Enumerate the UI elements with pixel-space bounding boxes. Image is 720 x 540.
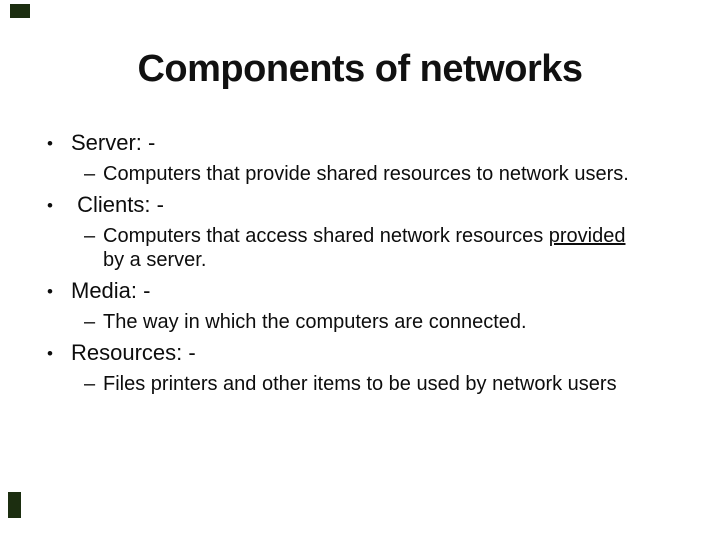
dash-marker: – — [84, 163, 96, 185]
sub-bullet-text: Files printers and other items to be use… — [103, 372, 617, 396]
bullet-item: • Media: - — [0, 278, 720, 305]
sub-bullet-item: –Computers that provide shared resources… — [0, 162, 720, 186]
bottom-left-decoration — [8, 492, 21, 518]
bullet-marker: • — [47, 196, 53, 215]
dash-marker: – — [84, 311, 96, 333]
bullet-marker: • — [47, 282, 53, 301]
bullet-item: • Server: - — [0, 130, 720, 157]
bullet-list: •Server: -–Computers that provide shared… — [0, 130, 720, 396]
bullet-marker: • — [47, 134, 53, 153]
text-segment: Computers that provide shared resources … — [103, 163, 629, 185]
sub-bullet-text: Computers that provide shared resources … — [103, 162, 629, 186]
text-segment: Files printers and other items to be use… — [103, 373, 617, 395]
bullet-marker: • — [47, 344, 53, 363]
dash-marker: – — [84, 225, 96, 247]
sub-bullet-text: Computers that access shared network res… — [103, 224, 625, 272]
bullet-label: Media: - — [71, 278, 151, 303]
text-segment: by a server. — [103, 249, 207, 271]
underlined-text: provided — [548, 225, 626, 247]
bullet-label: Clients: - — [71, 192, 164, 217]
text-segment: The way in which the computers are conne… — [103, 311, 527, 333]
bullet-label: Server: - — [71, 130, 156, 155]
slide-title: Components of networks — [137, 48, 583, 90]
sub-bullet-text: The way in which the computers are conne… — [103, 310, 527, 334]
bullet-item: • Clients: - — [0, 192, 720, 219]
text-segment: Computers that access shared network res… — [103, 225, 549, 247]
sub-bullet-item: –The way in which the computers are conn… — [0, 310, 720, 334]
sub-bullet-item: –Files printers and other items to be us… — [0, 372, 720, 396]
bullet-item: • Resources: - — [0, 340, 720, 367]
top-left-decoration — [10, 4, 30, 18]
sub-bullet-item: –Computers that access shared network re… — [0, 224, 720, 272]
dash-marker: – — [84, 373, 96, 395]
bullet-label: Resources: - — [71, 340, 196, 365]
